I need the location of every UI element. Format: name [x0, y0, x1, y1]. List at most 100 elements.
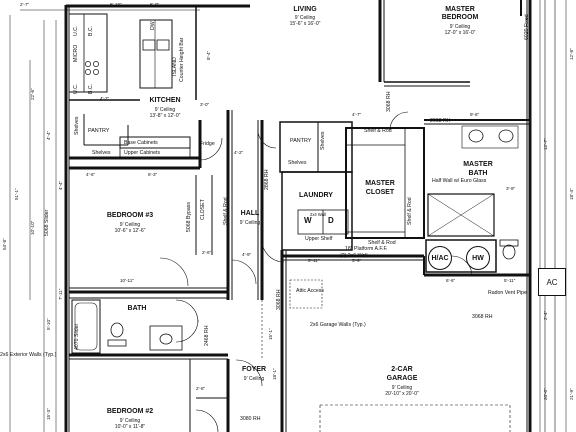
bath-label: BATH [127, 305, 147, 312]
door-5068-bypass: 5068 Bypass [186, 202, 192, 232]
wall-2x6-note: (2) 2x6 Wall [340, 253, 368, 259]
dim-top2: 5'-10" [110, 2, 122, 7]
dim-h2: 2'-6" [202, 250, 212, 255]
walls [9, 0, 567, 432]
master-pantry-label: PANTRY [290, 138, 312, 144]
bedroom2-label: BEDROOM #2 [106, 408, 154, 415]
dim-r1: 12'-8" [569, 48, 574, 60]
kitchen-label: KITCHEN [149, 97, 181, 104]
dim-left3: 54'-8" [2, 238, 7, 250]
garage-ceiling: 9' Ceiling [391, 385, 413, 391]
master-bath-label-2: BATH [468, 170, 488, 177]
door-3068-garage: 3068 RH [276, 289, 282, 310]
living-size: 15'-6" x 16'-0" [289, 21, 321, 27]
dim-b3c: 10'-11" [120, 278, 134, 283]
dim-r6: 20'-0" [543, 388, 548, 400]
dim-g3: 2'-8" [196, 386, 206, 391]
attic-note: Attic Access [296, 288, 324, 294]
hall-ceiling: 9' Ceiling [239, 220, 261, 226]
shelf-rod-note-4: Shelf & Rod [223, 197, 229, 225]
dim-left6: 5'-10" [46, 318, 51, 330]
bedroom2-size: 10'-0" x 11'-8" [114, 424, 146, 430]
dim-left5: 4'-4" [46, 130, 51, 140]
dim-h1: 4'-2" [234, 150, 244, 155]
wd-wall-note: 2x4 Wall [310, 212, 326, 217]
dim-top3: 5'-0" [150, 2, 160, 7]
bedroom3-ceiling: 9' Ceiling [119, 222, 141, 228]
dim-r5: 21'-9" [569, 388, 574, 400]
dw-label: DW [150, 21, 156, 30]
bedroom3-size: 10'-6" x 12'-6" [114, 228, 146, 234]
garage-label-2: GARAGE [386, 375, 418, 382]
platform-note: 18" Platform A.F.F. [345, 246, 388, 252]
upper-cabinets-note: Upper Cabinets [124, 150, 161, 156]
kitchen-ceiling: 9' Ceiling [154, 107, 176, 113]
dim-m2: 9'-6" [470, 112, 480, 117]
fixed-6020: 6020 Fixed [524, 14, 530, 40]
dim-b3a: 4'-6" [86, 172, 96, 177]
shelf-rod-note-1: Shelf & Rod [364, 128, 392, 134]
dim-top1: 2'-7" [20, 2, 30, 7]
kitchen-size: 13'-8" x 12'-0" [149, 113, 181, 119]
hvac-unit: H/AC [428, 246, 452, 270]
dim-k5: 8'-4" [206, 50, 211, 60]
dim-l2: 5'-9" [352, 258, 362, 263]
shelves-note-m2: Shelves [320, 131, 326, 150]
slider-4070: 4070 Slider [74, 323, 80, 350]
dim-left9: 4'-4" [58, 180, 63, 190]
living-ceiling: 9' Ceiling [294, 15, 316, 21]
upper-shelf-note: Upper Shelf [305, 236, 333, 242]
door-3068-gr: 3068 RH [472, 314, 493, 320]
ac-unit: AC [538, 268, 566, 296]
door-3068-master: 3068 RH [386, 91, 392, 112]
dim-left2: 51'-1" [14, 188, 19, 200]
half-wall-note: Half Wall w/ Euro Glass [432, 178, 487, 184]
bedroom2-ceiling: 9' Ceiling [119, 418, 141, 424]
dim-r2: 18'-4" [569, 188, 574, 200]
master-bedroom-label-2: BEDROOM [441, 14, 479, 21]
dim-g1: 18'-1" [272, 368, 277, 380]
master-bedroom-ceiling: 9' Ceiling [449, 24, 471, 30]
dim-left8: 15'-3" [46, 408, 51, 420]
shelves-note-k: Shelves [92, 150, 111, 156]
uc-label-1: U.C. [73, 25, 79, 36]
master-bath-label: MASTER [463, 161, 493, 168]
door-3080: 3080 RH [240, 416, 261, 422]
garage-walls-note: 2x6 Garage Walls (Typ.) [310, 322, 366, 328]
washer-symbol: W [304, 216, 312, 225]
garage-size: 20'-10" x 20'-0" [385, 391, 419, 397]
dim-g4: 15'-1" [268, 328, 273, 340]
dryer-symbol: D [328, 216, 334, 225]
uc-label-2: U.C. [73, 83, 79, 94]
shelf-rod-note-2: Shelf & Rod [368, 240, 396, 246]
garage-label: 2-CAR [391, 366, 413, 373]
dim-r3: 12'-7" [543, 138, 548, 150]
dim-h3: 4'-9" [242, 252, 252, 257]
dim-left4: 10'-10" [30, 220, 35, 235]
master-bedroom-size: 12'-0" x 16'-0" [444, 30, 476, 36]
foyer-ceiling: 9' Ceiling [243, 376, 265, 382]
dim-m3: 3'-9" [506, 186, 516, 191]
door-5068-slider: 5068 Slider [44, 209, 50, 236]
dim-m4: 5'-11" [504, 278, 516, 283]
fridge-note: Fridge [200, 141, 215, 147]
dim-k1: 4'-2" [100, 96, 110, 101]
shelf-rod-note-3: Shelf & Rod [407, 197, 413, 225]
dim-left1: 22'-6" [30, 88, 35, 100]
bc-label-2: B.C. [88, 83, 94, 94]
base-cabinets-note: Base Cabinets [124, 140, 158, 146]
closet-b3-label: CLOSET [200, 199, 206, 220]
dim-left7: 7'-11" [58, 288, 63, 300]
counter-bar-note: Counter Height Bar [179, 37, 185, 82]
laundry-label: LAUNDRY [299, 192, 333, 199]
living-label: LIVING [293, 6, 317, 13]
door-2668-master: 2668 RH [430, 118, 451, 124]
hall-label: HALL [240, 210, 260, 217]
kitchen-pantry-label: PANTRY [88, 128, 110, 134]
water-heater: HW [466, 246, 490, 270]
dim-k3: 3'-0" [200, 102, 210, 107]
shelves-note-k2: Shelves [74, 116, 80, 135]
exterior-walls-note: 2x6 Exterior Walls (Typ.) [0, 352, 57, 358]
dim-m5: 6'-6" [446, 278, 456, 283]
